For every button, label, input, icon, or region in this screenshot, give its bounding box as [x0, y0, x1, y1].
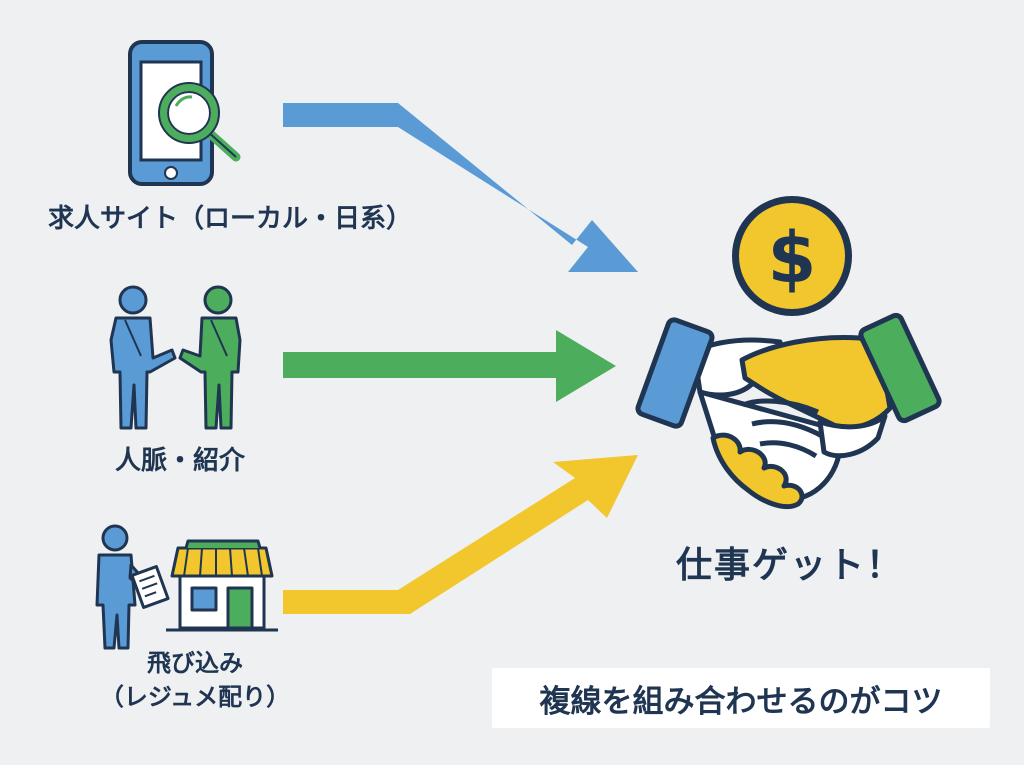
- walk-in-label-line-2: （レジュメ配り）: [99, 683, 291, 711]
- tip-text: 複線を組み合わせるのがコツ: [539, 683, 943, 720]
- walk-in-label: 飛び込み （レジュメ配り）: [60, 646, 330, 714]
- handshake-icon: [635, 312, 942, 510]
- network-label: 人脈・紹介: [114, 446, 245, 476]
- coin-symbol: $: [768, 217, 817, 299]
- job-sites-label: 求人サイト（ローカル・日系）: [47, 204, 412, 234]
- dollar-coin-icon: $: [732, 196, 852, 316]
- walk-in-label-line-1: 飛び込み: [147, 649, 243, 677]
- arrow-walk-in: [283, 455, 638, 614]
- result-label: 仕事ゲット！: [675, 545, 904, 586]
- handshake-people-icon: [109, 285, 242, 430]
- person-resume-shop-icon: [95, 524, 278, 650]
- tip-box: 複線を組み合わせるのがコツ: [492, 668, 990, 728]
- smartphone-magnifier-icon: [128, 40, 241, 186]
- arrow-network: [283, 330, 616, 402]
- arrow-job-sites: [283, 103, 638, 272]
